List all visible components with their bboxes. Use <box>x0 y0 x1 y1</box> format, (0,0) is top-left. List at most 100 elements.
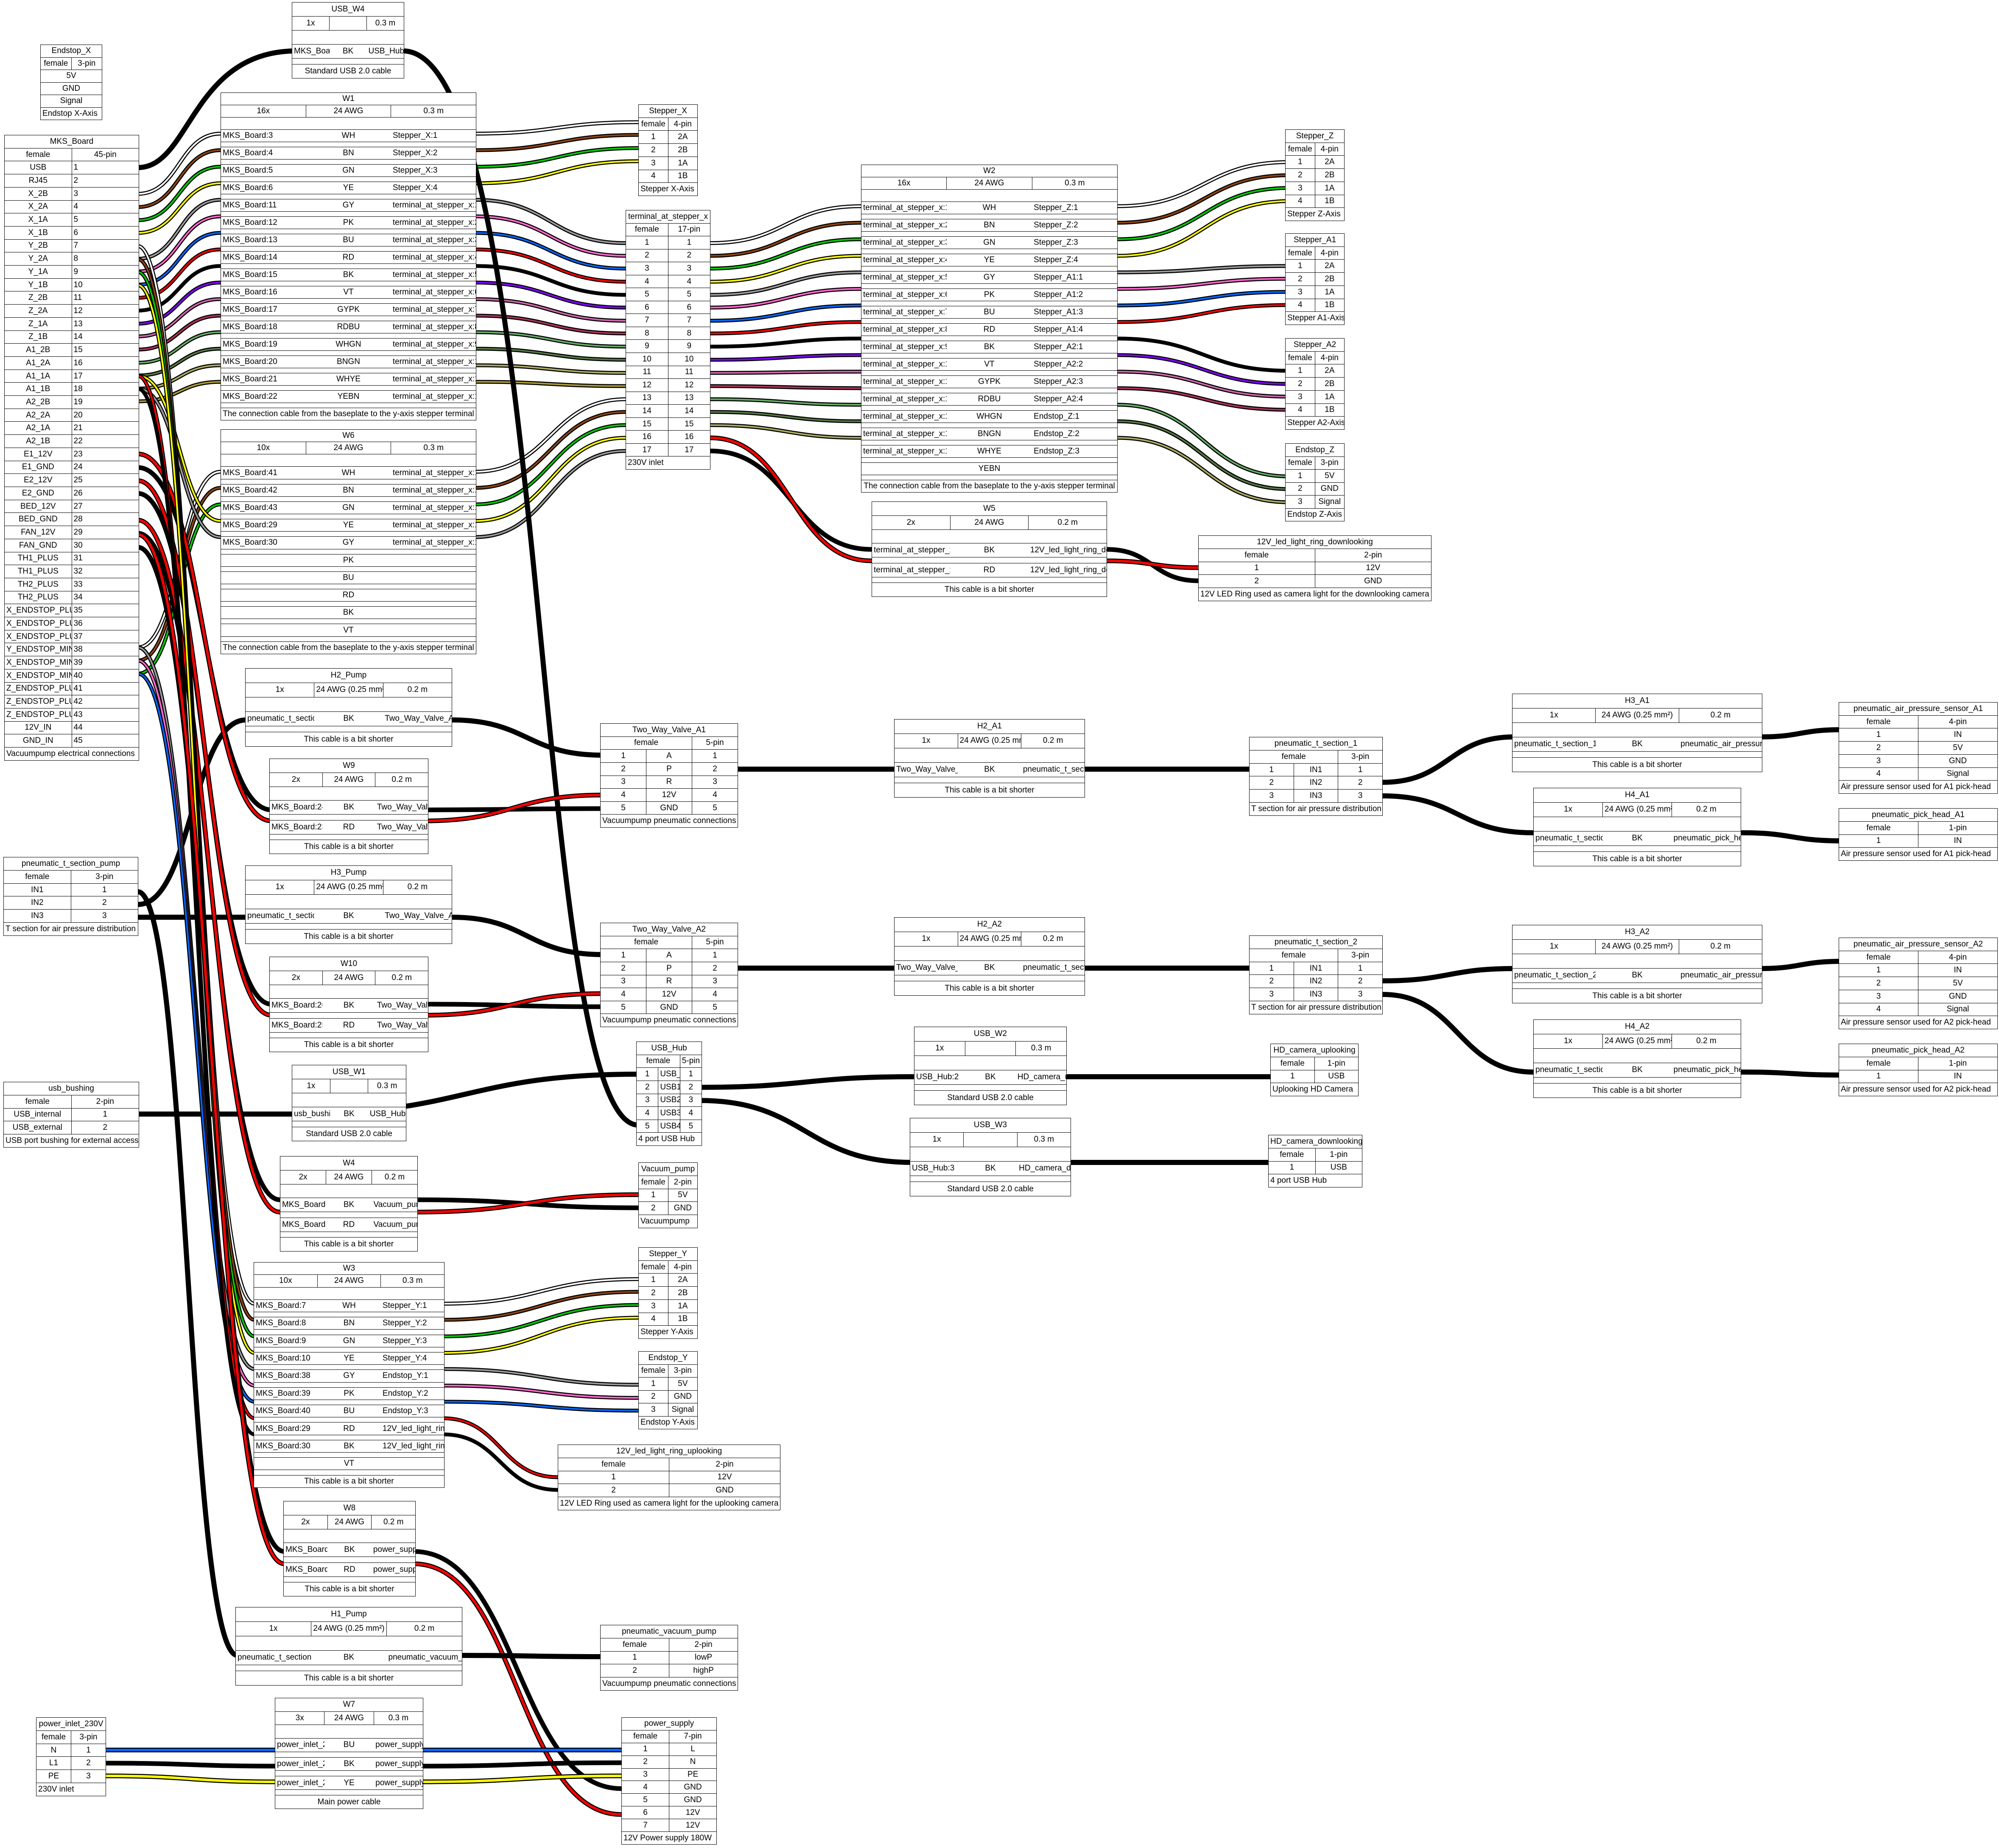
cell: Y_ENDSTOP_MINUS_5V <box>4 643 72 657</box>
cell: Y_1A <box>4 265 72 279</box>
cell: 7 <box>668 314 710 327</box>
cell: 2 <box>1285 168 1315 182</box>
title-row: W10 <box>269 957 428 971</box>
cell: BK <box>958 762 1021 777</box>
title-row: terminal_at_stepper_x <box>626 210 710 224</box>
cell: 1B <box>1314 298 1345 312</box>
cell: BK <box>314 908 383 924</box>
cell: W2 <box>861 165 1118 177</box>
wire-spacer <box>221 142 476 147</box>
cell: 24 AWG (0.25 mm²) <box>1602 802 1672 817</box>
w1-wire-out-3 <box>475 159 639 185</box>
cell: 1x <box>894 733 958 748</box>
h1-pump-wire <box>137 889 601 1659</box>
title-row: H4_A2 <box>1533 1019 1741 1034</box>
note-row: Standard USB 2.0 cable <box>292 64 404 79</box>
cell: BU <box>317 1405 381 1418</box>
cell: 1x <box>914 1041 965 1056</box>
cell: Endstop_Z <box>1285 443 1345 457</box>
cell: 1 <box>626 236 668 249</box>
cell: 11 <box>71 291 139 305</box>
cell: Endstop_Y:2 <box>380 1387 445 1400</box>
w2-wire-in-11 <box>710 384 861 390</box>
cell: This cable is a bit shorter <box>894 981 1085 996</box>
cell: 3 <box>1285 495 1315 509</box>
cell: 4 <box>636 1106 659 1120</box>
cell: 2 <box>71 174 139 188</box>
cell: 2 <box>636 1080 659 1094</box>
cell: MKS_Board:42 <box>221 484 306 497</box>
wire-spacer <box>221 176 476 182</box>
cell: 0.2 m <box>386 1621 462 1636</box>
cell: 0.2 m <box>375 772 428 787</box>
cell: Stepper_Z:1 <box>1032 202 1118 214</box>
cell: 2 <box>1285 377 1315 391</box>
cell: 1 <box>638 1188 668 1202</box>
title-row: pneumatic_pick_head_A2 <box>1839 1044 1998 1057</box>
cell: 13 <box>668 391 710 405</box>
cell: pneumatic_pick_head_A2:1 <box>1672 1062 1741 1078</box>
title-row: Stepper_A2 <box>1285 338 1345 352</box>
cell: 12V <box>646 788 692 802</box>
cell: Two_Way_Valve_A2 <box>600 923 738 936</box>
cell <box>1533 817 1741 832</box>
cell: female <box>40 57 72 70</box>
note-row: The connection cable from the baseplate … <box>861 480 1118 493</box>
cell: female <box>1270 1056 1315 1070</box>
cell: 2 <box>71 1756 106 1770</box>
cell: Standard USB 2.0 cable <box>910 1182 1071 1196</box>
spacer-row <box>280 1184 418 1198</box>
cell: 1x <box>235 1621 311 1636</box>
cell: Vacuumpump pneumatic connections <box>600 814 738 828</box>
cell: 1x <box>245 682 315 697</box>
note-row: This cable is a bit shorter <box>235 1671 462 1686</box>
cell: 0.2 m <box>1021 931 1085 946</box>
cell: Stepper_X:1 <box>391 129 476 142</box>
cell: This cable is a bit shorter <box>245 929 452 944</box>
cell: 24 AWG (0.25 mm²) <box>314 682 383 697</box>
cell <box>221 403 476 408</box>
cell: GY <box>317 1369 381 1383</box>
cell: terminal_at_stepper_x:15 <box>861 445 947 458</box>
cell: power_supply:2 <box>374 1757 424 1771</box>
cell <box>280 1184 418 1198</box>
cell: terminal_at_stepper_x <box>626 210 710 224</box>
cell: 0.2 m <box>1678 708 1763 723</box>
cell: 12 <box>71 304 139 318</box>
cell: 1 <box>71 1108 139 1122</box>
pin-row: X_ENDSTOP_PLUS_5V35 <box>4 604 139 618</box>
cell: This cable is a bit shorter <box>872 582 1107 597</box>
cell: female <box>1839 1056 1918 1070</box>
cell: WHGN <box>946 410 1032 423</box>
cell: IN <box>1918 1070 1998 1084</box>
